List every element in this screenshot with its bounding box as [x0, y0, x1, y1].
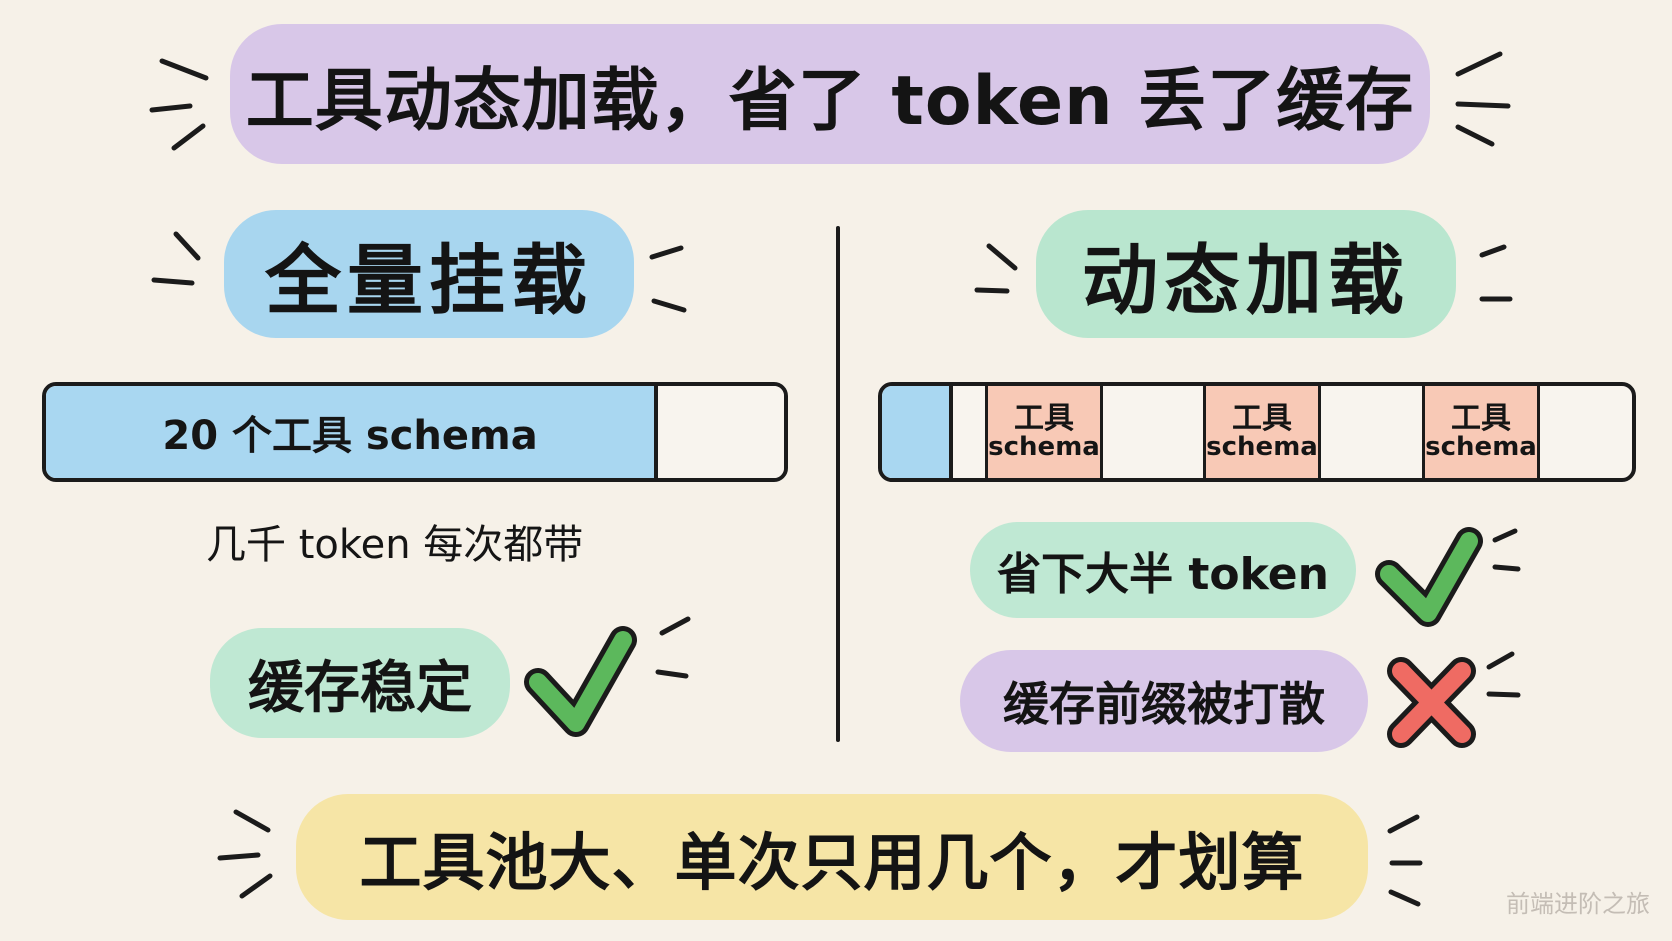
left-heading-mark-top — [173, 231, 201, 261]
cross-outline — [1387, 657, 1476, 748]
conclusion-left-mark-middle — [217, 852, 261, 861]
schema-fill-segment: 20 个工具 schema — [46, 386, 659, 478]
conclusion-pill: 工具池大、单次只用几个，才划算 — [296, 794, 1368, 920]
left-heading-right-mark-top — [649, 245, 684, 260]
schema-fill-label: 20 个工具 schema — [162, 413, 538, 459]
title-left-mark-bottom — [171, 123, 206, 151]
title-right-mark-top — [1455, 51, 1503, 77]
conclusion-right-mark-top — [1387, 814, 1420, 834]
cross-icon — [1392, 662, 1471, 743]
cache-broken-mark-top — [1486, 651, 1515, 670]
check-icon — [529, 631, 632, 732]
left-heading: 全量挂载 — [224, 210, 634, 338]
right-heading-mark-top — [986, 243, 1018, 271]
right-check-outline — [1375, 527, 1483, 627]
tool-segment: 工具 schema — [985, 386, 1103, 478]
tool-segment-top: 工具 — [1014, 400, 1074, 436]
tool-segment-top: 工具 — [1232, 400, 1292, 436]
dynamic-base-segment — [882, 386, 953, 478]
save-token-mark-top — [1492, 528, 1518, 543]
cache-stable-pill: 缓存稳定 — [210, 628, 510, 738]
left-heading-mark-bottom — [151, 277, 195, 286]
full-load-note: 几千 token 每次都带 — [206, 522, 584, 568]
cache-stable-mark-bottom — [655, 669, 689, 679]
title-right-mark-middle — [1455, 101, 1511, 109]
full-load-bar: 20 个工具 schema — [42, 382, 788, 482]
tool-segment-top: 工具 — [1451, 400, 1511, 436]
right-heading-mark-bottom — [974, 287, 1010, 294]
title-left-mark-top — [159, 58, 209, 81]
right-heading: 动态加载 — [1036, 210, 1456, 338]
right-heading-right-mark-top — [1479, 244, 1507, 258]
column-divider — [836, 226, 840, 742]
tool-segment: 工具 schema — [1203, 386, 1321, 478]
title-pill: 工具动态加载，省了 token 丢了缓存 — [230, 24, 1430, 164]
left-heading-right-mark-bottom — [651, 298, 687, 313]
empty-bar-segment — [658, 386, 784, 478]
title-right-mark-bottom — [1455, 124, 1495, 147]
conclusion-left-mark-top — [233, 809, 271, 833]
save-token-pill: 省下大半 token — [970, 522, 1356, 618]
watermark: 前端进阶之旅 — [1506, 890, 1650, 918]
left-check-outline — [524, 626, 637, 737]
check-icon — [1380, 532, 1478, 622]
conclusion-right-mark-bottom — [1388, 889, 1421, 907]
save-token-mark-bottom — [1492, 564, 1521, 572]
tool-segment: 工具 schema — [1422, 386, 1540, 478]
title-left-mark-middle — [149, 103, 193, 113]
tool-segment-bottom: schema — [1206, 432, 1318, 463]
cache-broken-pill: 缓存前缀被打散 — [960, 650, 1368, 752]
cache-broken-mark-bottom — [1486, 691, 1521, 698]
conclusion-left-mark-bottom — [239, 873, 273, 899]
tool-segment-bottom: schema — [1425, 432, 1537, 463]
cache-stable-mark-top — [659, 616, 691, 636]
tool-segment-bottom: schema — [988, 432, 1100, 463]
dynamic-load-bar: 工具 schema 工具 schema 工具 schema — [878, 382, 1636, 482]
